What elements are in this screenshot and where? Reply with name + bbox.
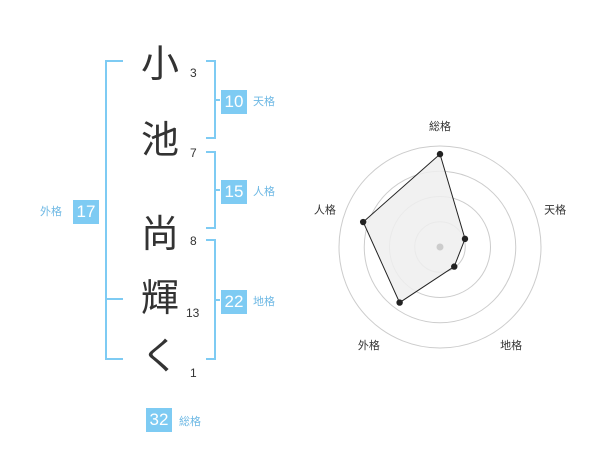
radar-axis-label-5: 人格 <box>314 203 336 217</box>
radar-point-1 <box>436 150 444 158</box>
radar-axis-label-4: 外格 <box>358 338 380 352</box>
chikaku-bracket-stub <box>216 299 220 301</box>
jinkaku-bracket <box>206 151 216 229</box>
tenkaku-bracket-stub <box>216 99 220 101</box>
stroke-count-3: 8 <box>190 234 197 248</box>
chikaku-badge: 22 <box>221 290 247 314</box>
soukaku-label: 総格 <box>179 415 201 428</box>
stroke-count-5: 1 <box>190 366 197 380</box>
radar-axis-label-2: 天格 <box>544 203 566 217</box>
radar-point-5 <box>359 218 367 226</box>
name-char-3: 尚 <box>140 212 179 256</box>
radar-point-4 <box>396 299 403 306</box>
gaikaku-label: 外格 <box>40 205 62 218</box>
stroke-count-4: 13 <box>186 306 200 320</box>
name-char-1: 小 <box>140 42 179 86</box>
radar-point-3 <box>451 263 458 270</box>
name-char-4: 輝 <box>140 276 179 320</box>
radar-polygon <box>362 153 466 304</box>
radar-axis-label-1: 総格 <box>429 119 451 133</box>
stroke-count-2: 7 <box>190 146 197 160</box>
chikaku-bracket <box>206 239 216 360</box>
radar-center-dot <box>436 243 444 251</box>
tenkaku-bracket <box>206 60 216 139</box>
jinkaku-label: 人格 <box>253 185 275 198</box>
name-char-2: 池 <box>140 118 179 162</box>
gaikaku-bracket <box>105 60 123 360</box>
soukaku-badge: 32 <box>146 408 172 432</box>
tenkaku-badge: 10 <box>221 90 247 114</box>
stroke-count-1: 3 <box>190 66 197 80</box>
gaikaku-badge: 17 <box>73 200 99 224</box>
gaikaku-bracket-divider <box>107 298 123 300</box>
jinkaku-badge: 15 <box>221 180 247 204</box>
name-char-5: く <box>140 334 179 378</box>
radar-axis-label-3: 地格 <box>500 338 522 352</box>
radar-shape <box>359 150 469 306</box>
radar-point-2 <box>461 235 469 243</box>
chikaku-label: 地格 <box>253 295 275 308</box>
tenkaku-label: 天格 <box>253 95 275 108</box>
jinkaku-bracket-stub <box>216 189 220 191</box>
